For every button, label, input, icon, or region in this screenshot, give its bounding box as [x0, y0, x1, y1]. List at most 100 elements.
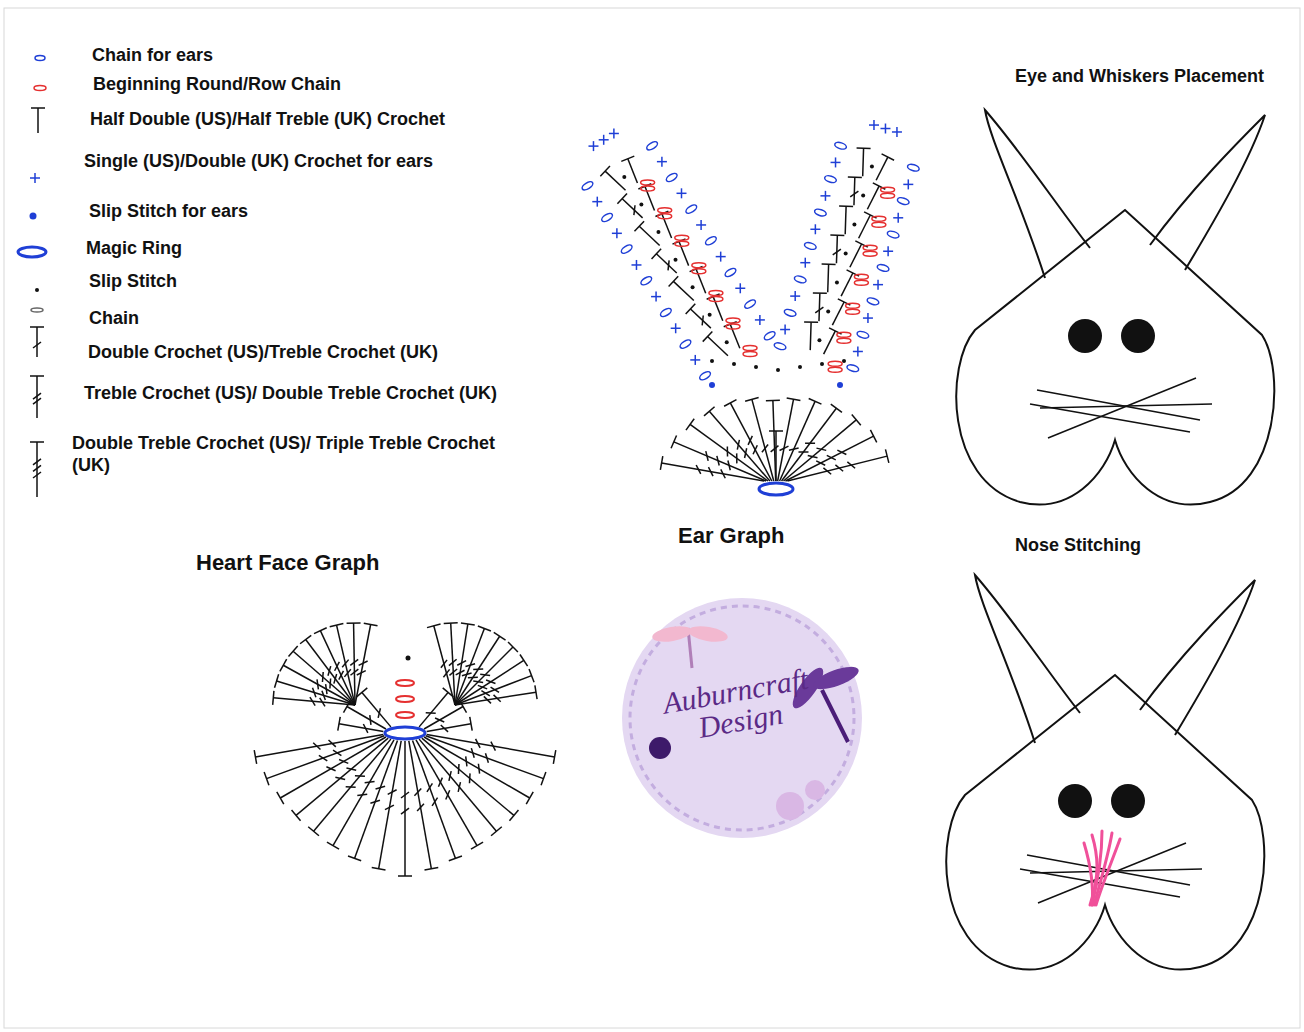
- sc-cross: [759, 315, 761, 325]
- stitch-bar: [529, 669, 534, 682]
- legend-label: Magic Ring: [86, 238, 182, 260]
- chain-ear: [824, 175, 837, 184]
- stitch-tick: [328, 666, 331, 676]
- stitch-bar: [273, 691, 274, 705]
- stitch-tick: [449, 771, 451, 781]
- beginning-chain: [658, 208, 672, 213]
- stitch-stem: [277, 681, 355, 705]
- stitch-stem: [752, 399, 774, 481]
- beginning-chain: [692, 269, 706, 274]
- stitch-tick: [736, 453, 738, 463]
- legend-label: Single (US)/Double (UK) Crochet for ears: [84, 151, 433, 173]
- slip-stitch: [798, 365, 802, 369]
- stitch-tick: [835, 465, 843, 471]
- beginning-chain: [726, 318, 740, 323]
- beginning-chain: [709, 290, 723, 295]
- beginning-chain: [828, 361, 842, 366]
- slip-stitch: [732, 362, 736, 366]
- stitch-stem: [622, 199, 642, 218]
- stitch-bar: [831, 404, 842, 412]
- beginning-chain: [658, 214, 672, 219]
- legend-label: Half Double (US)/Half Treble (UK) Croche…: [90, 109, 445, 131]
- sc-cross: [908, 179, 910, 189]
- slip-stitch: [656, 230, 660, 234]
- stitch-tick: [473, 668, 483, 670]
- stitch-tick: [486, 680, 495, 683]
- sc-cross: [877, 280, 879, 290]
- stitch-tick: [350, 659, 358, 665]
- stitch-tick: [432, 798, 437, 806]
- stitch-bar: [254, 750, 256, 764]
- stitch-stem: [404, 741, 406, 876]
- legend-label: Beginning Round/Row Chain: [93, 74, 341, 96]
- stitch-stem: [419, 739, 496, 831]
- beginning-chain: [709, 296, 723, 301]
- beginning-chain: [837, 338, 851, 343]
- stitch-bar: [541, 772, 546, 785]
- stitch-tick: [322, 672, 324, 682]
- stitch-bar: [852, 415, 861, 426]
- stitch-stem: [605, 171, 625, 190]
- chain-ear: [743, 298, 756, 309]
- stitch-tick: [469, 773, 471, 783]
- stitch-bar: [724, 400, 736, 407]
- sc-cross: [597, 197, 599, 207]
- stitch-tick: [708, 467, 713, 476]
- slip-stitch: [844, 251, 848, 255]
- stitch-stem: [662, 463, 764, 481]
- stitch-tick: [702, 315, 703, 325]
- stitch-tick: [805, 442, 815, 444]
- stitch-tick: [449, 659, 457, 665]
- beginning-chain: [881, 187, 895, 192]
- stitch-tick: [427, 783, 432, 791]
- page-frame: [4, 8, 1300, 1028]
- chain-ear: [581, 180, 594, 191]
- stitch-tick: [837, 450, 846, 454]
- slip-stitch: [708, 313, 712, 317]
- stitch-bar: [327, 842, 339, 849]
- section-heading: Nose Stitching: [1015, 535, 1141, 557]
- stitch-bar: [348, 856, 361, 861]
- sc-cross: [825, 191, 827, 201]
- stitch-tick: [827, 455, 836, 459]
- chain-ear: [876, 263, 889, 272]
- stitch-stem: [293, 651, 355, 705]
- stitch-tick: [320, 698, 325, 706]
- beginning-chain: [692, 263, 706, 268]
- sc-cross: [700, 220, 702, 230]
- chain-ear: [600, 212, 613, 223]
- sc-cross: [740, 283, 742, 293]
- stitch-tick: [365, 782, 375, 783]
- stitch-stem: [354, 623, 355, 705]
- stitch-tick: [706, 451, 708, 461]
- stitch-tick: [476, 739, 481, 748]
- stitch-tick: [33, 393, 41, 399]
- stitch-bar: [491, 827, 502, 836]
- legend-label: Chain: [89, 308, 139, 330]
- slip-stitch: [861, 193, 865, 197]
- stitch-tick: [473, 681, 483, 682]
- logo-flowers: [649, 737, 825, 820]
- stitch-tick: [446, 790, 450, 799]
- chart-title: Ear Graph: [678, 523, 784, 549]
- stitch-stem: [424, 737, 530, 798]
- stitch-tick: [310, 697, 315, 705]
- stitch-stem: [314, 739, 391, 831]
- stitch-bar: [621, 156, 634, 161]
- stitch-tick: [491, 687, 499, 692]
- stitch-stem: [337, 625, 355, 705]
- stitch-bar: [30, 326, 44, 328]
- stitch-stem: [455, 636, 500, 705]
- beginning-chain: [726, 324, 740, 329]
- stitch-tick: [471, 748, 474, 758]
- legend-label: Slip Stitch: [89, 271, 177, 293]
- slip-stitch: [870, 164, 874, 168]
- stitch-stem: [455, 647, 513, 705]
- chain-ear: [698, 370, 711, 381]
- stitch-tick: [847, 462, 855, 468]
- stitch-tick: [401, 808, 409, 814]
- stitch-tick: [335, 662, 340, 671]
- slip-stitch: [725, 340, 729, 344]
- dragonfly-small: [651, 624, 729, 668]
- stitch-bar: [30, 441, 44, 443]
